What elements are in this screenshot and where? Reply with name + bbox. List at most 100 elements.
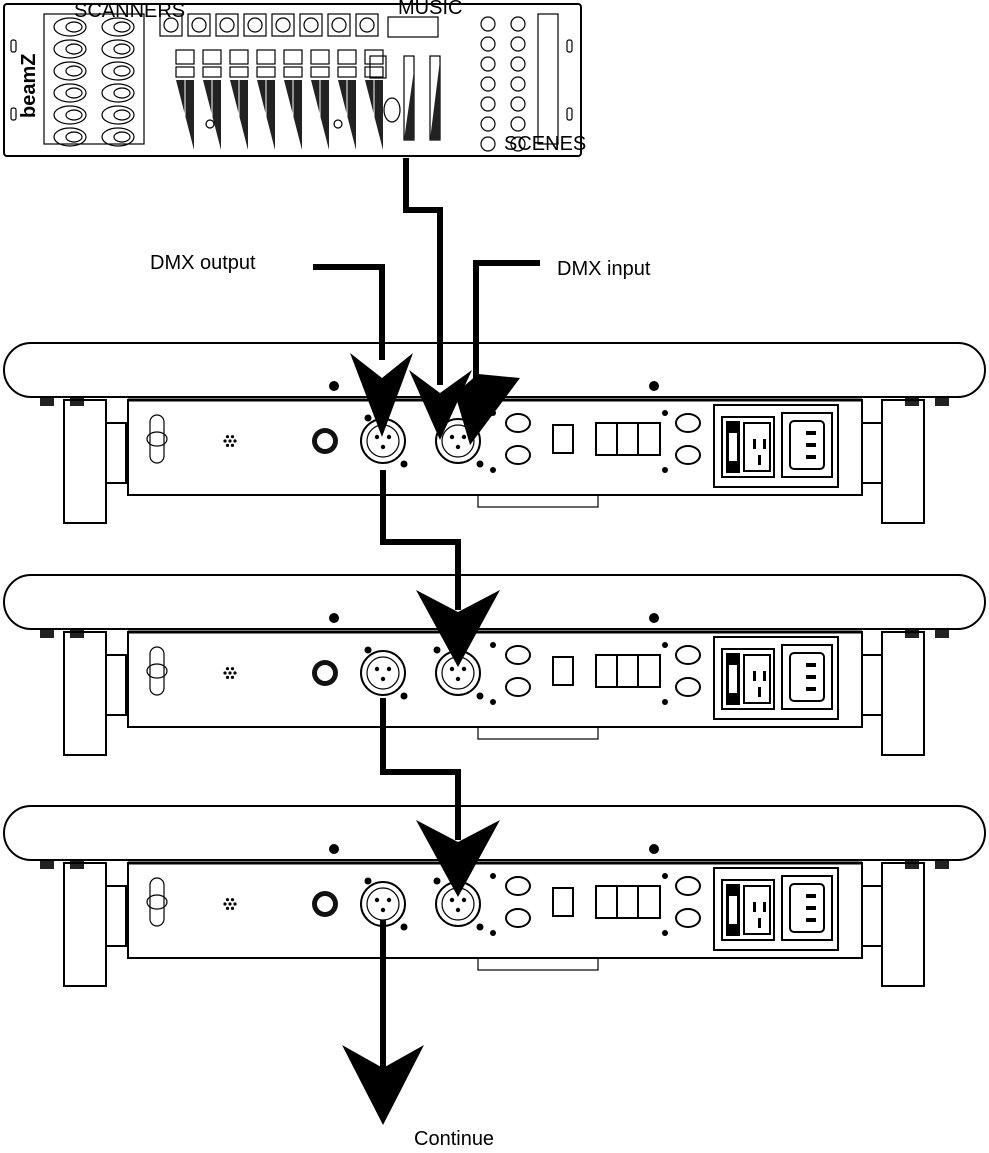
fixture-foot bbox=[70, 861, 84, 869]
ir-window bbox=[552, 887, 574, 917]
scanner-button-inner bbox=[65, 65, 83, 77]
xlr-input-ring bbox=[441, 887, 475, 921]
arrowheads bbox=[342, 353, 520, 1125]
xlr-pin bbox=[380, 444, 386, 450]
scene-button bbox=[355, 13, 379, 37]
fixture-foot bbox=[70, 398, 84, 406]
xlr-screw bbox=[476, 692, 484, 700]
function-button bbox=[675, 876, 701, 896]
power-outlet-inner bbox=[789, 420, 825, 470]
led bbox=[333, 119, 343, 129]
speed-fade-faders bbox=[403, 55, 441, 141]
brand-logo: beamZ bbox=[18, 54, 40, 118]
function-button bbox=[505, 413, 531, 433]
fixture-foot bbox=[70, 630, 84, 638]
xlr-pin bbox=[461, 666, 467, 672]
scene-button bbox=[187, 13, 211, 37]
handle-tab bbox=[477, 726, 599, 740]
control-knob-inner bbox=[317, 665, 333, 681]
fader-cap bbox=[202, 66, 222, 78]
screw-small bbox=[490, 873, 496, 879]
fixture-foot bbox=[40, 861, 54, 869]
scanner-button-inner bbox=[113, 65, 131, 77]
scene-button bbox=[299, 13, 323, 37]
fixture-foot bbox=[935, 398, 949, 406]
fader-cap bbox=[337, 49, 357, 65]
function-button bbox=[480, 136, 496, 152]
iec-contact bbox=[806, 663, 816, 667]
led-display bbox=[595, 885, 661, 919]
scanner-button bbox=[53, 127, 87, 147]
ir-window bbox=[552, 424, 574, 454]
function-button bbox=[480, 16, 496, 32]
fader-cap bbox=[175, 49, 195, 65]
function-button bbox=[510, 116, 526, 132]
dmx-output-label: DMX output bbox=[150, 252, 256, 274]
xlr-pin bbox=[449, 666, 455, 672]
screw bbox=[329, 613, 339, 623]
iec-contact bbox=[806, 675, 816, 679]
mic-hole bbox=[230, 667, 235, 671]
scanner-button bbox=[53, 83, 87, 103]
fixture-foot bbox=[905, 861, 919, 869]
scene-buttons-top bbox=[159, 13, 379, 37]
fuse-holder-ring bbox=[146, 431, 168, 447]
mic-hole bbox=[223, 439, 227, 443]
dmx-input-label: DMX input bbox=[557, 258, 651, 280]
led-display bbox=[595, 422, 661, 456]
iec-contact bbox=[806, 894, 816, 898]
power-outlet-inner bbox=[789, 652, 825, 702]
scene-button-ring bbox=[191, 17, 207, 33]
xlr-screw bbox=[476, 923, 484, 931]
fader-cap bbox=[229, 66, 249, 78]
mic-hole bbox=[230, 906, 235, 910]
function-button bbox=[505, 876, 531, 896]
iec-pin bbox=[753, 439, 756, 449]
xlr-pin bbox=[374, 666, 380, 672]
fixture-foot bbox=[905, 630, 919, 638]
xlr-screw bbox=[400, 692, 408, 700]
mic-hole bbox=[233, 439, 237, 443]
iec-contact bbox=[806, 918, 816, 922]
arrow-to-input-label bbox=[455, 374, 520, 445]
bracket-left-joint bbox=[105, 885, 127, 947]
xlr-input bbox=[435, 881, 481, 927]
fader-cap bbox=[283, 49, 303, 65]
iec-pin bbox=[758, 918, 761, 928]
bracket-left bbox=[63, 862, 107, 987]
bracket-right-joint bbox=[861, 885, 883, 947]
xlr-pin bbox=[386, 434, 392, 440]
xlr-output-ring bbox=[366, 424, 400, 458]
xlr-input bbox=[435, 418, 481, 464]
mic-hole bbox=[230, 443, 235, 447]
fixture-foot bbox=[40, 630, 54, 638]
led bbox=[205, 119, 215, 129]
power-inlet bbox=[721, 879, 775, 941]
scanner-button bbox=[53, 61, 87, 81]
fuse-holder bbox=[149, 646, 165, 696]
bracket-right bbox=[881, 399, 925, 524]
fader-cap bbox=[256, 49, 276, 65]
function-button bbox=[510, 76, 526, 92]
scene-button-ring bbox=[219, 17, 235, 33]
scene-button-ring bbox=[359, 17, 375, 33]
mic-hole bbox=[230, 898, 235, 902]
fader-cap bbox=[310, 66, 330, 78]
screw-small bbox=[662, 410, 668, 416]
scene-button-ring bbox=[163, 17, 179, 33]
iec-pin bbox=[758, 455, 761, 465]
scene-button bbox=[159, 13, 183, 37]
xlr-output bbox=[360, 418, 406, 464]
mic-hole bbox=[225, 443, 230, 447]
xlr-input-ring bbox=[441, 424, 475, 458]
power-outlet bbox=[781, 875, 833, 941]
xlr-screw bbox=[364, 414, 372, 422]
screw-small bbox=[490, 410, 496, 416]
xlr-output bbox=[360, 650, 406, 696]
power-panel bbox=[713, 404, 839, 488]
function-button bbox=[505, 908, 531, 928]
power-inlet bbox=[721, 648, 775, 710]
mic-hole bbox=[230, 675, 235, 679]
fader-cap bbox=[337, 66, 357, 78]
